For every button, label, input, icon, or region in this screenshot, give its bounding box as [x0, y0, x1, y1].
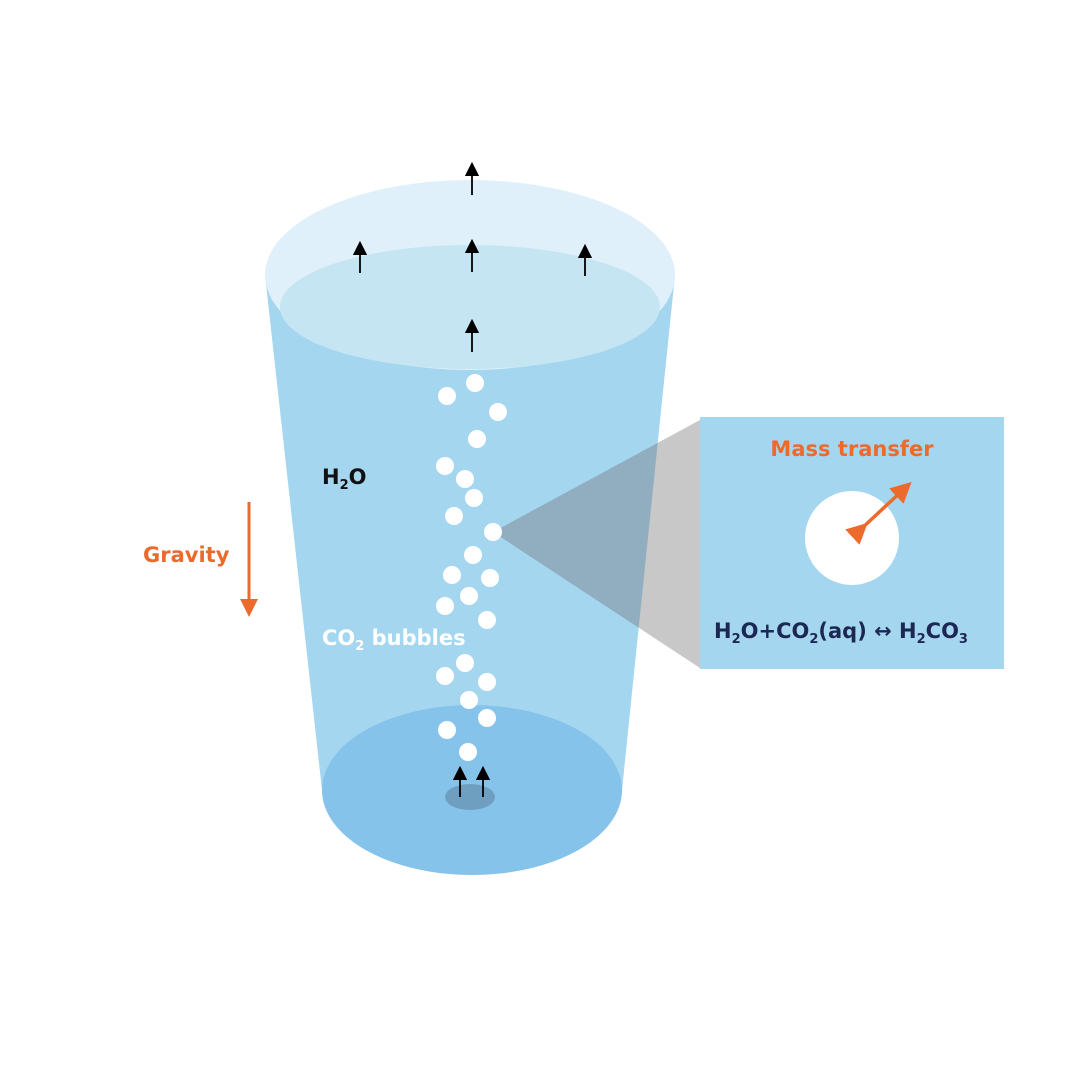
glass	[265, 180, 675, 875]
bubble	[438, 721, 456, 739]
bubble	[464, 546, 482, 564]
bubble	[436, 667, 454, 685]
bubble	[443, 566, 461, 584]
bubble	[468, 430, 486, 448]
bubble	[465, 489, 483, 507]
escape-arrows	[352, 161, 593, 797]
nucleation-site	[445, 784, 495, 810]
bubble	[460, 587, 478, 605]
bubble	[438, 387, 456, 405]
zoom-cone	[493, 420, 700, 668]
bubble	[478, 611, 496, 629]
bubble	[478, 709, 496, 727]
mass-transfer-label: Mass transfer	[770, 437, 934, 461]
bubble	[436, 457, 454, 475]
liquid-surface	[280, 245, 660, 369]
mass-transfer-inset: Mass transfer H2O+CO2(aq) ↔ H2CO3	[700, 417, 1004, 669]
bubble	[436, 597, 454, 615]
bubble	[456, 470, 474, 488]
bubble	[459, 743, 477, 761]
bubbles-label: CO2 bubbles	[322, 626, 466, 654]
bubble	[445, 507, 463, 525]
bubble	[460, 691, 478, 709]
bubble	[489, 403, 507, 421]
glass-body	[265, 275, 675, 875]
gravity-label: Gravity	[143, 543, 230, 567]
reaction-equation: H2O+CO2(aq) ↔ H2CO3	[714, 619, 968, 647]
bubble	[478, 673, 496, 691]
bubble	[481, 569, 499, 587]
bubble	[484, 523, 502, 541]
bubble	[456, 654, 474, 672]
water-label: H2O	[322, 465, 366, 493]
bubble	[466, 374, 484, 392]
mass-transfer-arrow-icon	[845, 481, 912, 545]
co2-bubbles	[436, 374, 507, 761]
